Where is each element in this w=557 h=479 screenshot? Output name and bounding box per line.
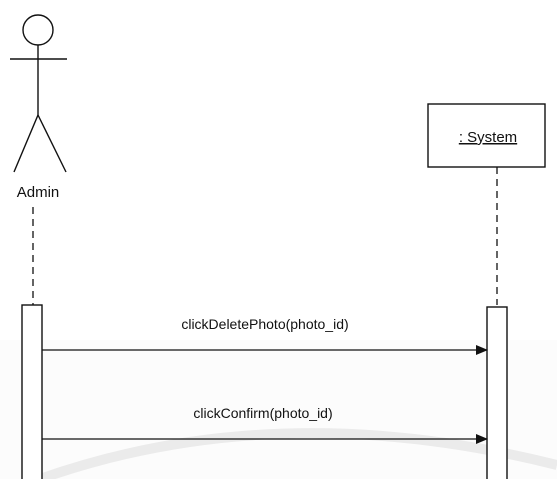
actor-activation-bar bbox=[21, 304, 43, 479]
system-object-box bbox=[427, 103, 546, 168]
actor-admin-figure bbox=[10, 14, 67, 173]
message-label: clickConfirm(photo_id) bbox=[193, 405, 332, 421]
message-label: clickDeletePhoto(photo_id) bbox=[181, 316, 348, 332]
actor-right-leg bbox=[37, 114, 67, 173]
system-object-name: : System bbox=[459, 129, 517, 146]
actor-left-leg bbox=[13, 114, 39, 173]
system-activation-bar bbox=[486, 306, 508, 479]
actor-head bbox=[22, 14, 54, 46]
watermark-band bbox=[0, 340, 557, 479]
actor-name: Admin bbox=[17, 184, 60, 201]
